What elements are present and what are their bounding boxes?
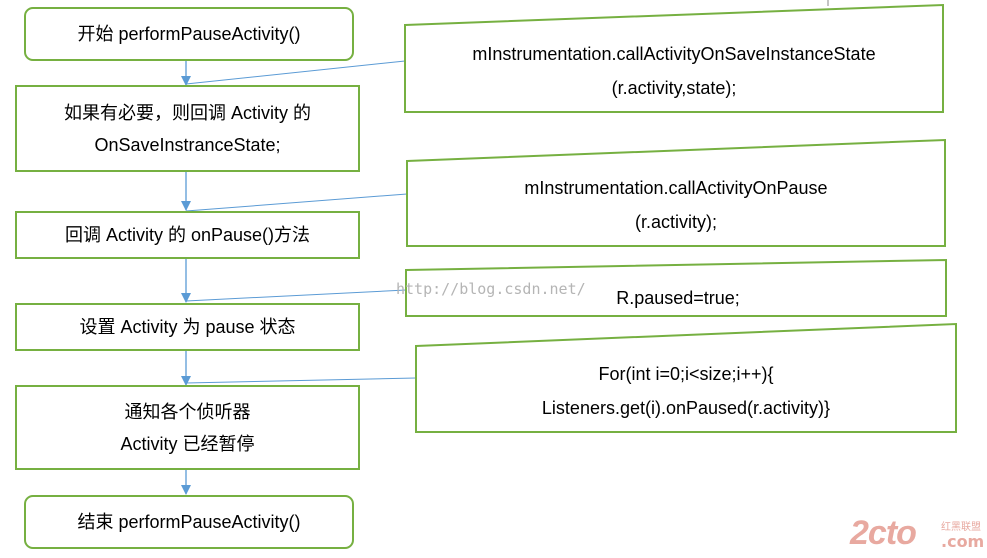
callout-shape-1 [404, 3, 944, 113]
end-box: 结束 performPauseActivity() [24, 495, 354, 549]
site-logo-tag: 红黑联盟 [941, 522, 981, 533]
step-save-state-box: 如果有必要，则回调 Activity 的 OnSaveInstranceStat… [15, 85, 360, 172]
callout-1-line1: mInstrumentation.callActivityOnSaveInsta… [472, 44, 876, 64]
start-label: 开始 performPauseActivity() [77, 24, 301, 44]
leader-c2 [185, 193, 408, 212]
callout-shape-3 [405, 258, 947, 317]
step-set-paused-label: 设置 Activity 为 pause 状态 [79, 317, 296, 337]
step-notify-line1: 通知各个侦听器 [124, 401, 251, 422]
callout-2-text: mInstrumentation.callActivityOnPause (r.… [407, 171, 945, 239]
step-onpause-box: 回调 Activity 的 onPause()方法 [15, 211, 360, 259]
site-logo-suffix: .com [941, 532, 985, 551]
callout-3-line1: R.paused=true; [616, 288, 740, 308]
callout-3-text: R.paused=true; [478, 281, 878, 315]
step-save-state-line2: OnSaveInstranceState; [94, 134, 281, 155]
leader-c3 [185, 289, 407, 302]
step-notify-box: 通知各个侦听器 Activity 已经暂停 [15, 385, 360, 470]
step-save-state-line1: 如果有必要，则回调 Activity 的 [63, 102, 311, 123]
end-label: 结束 performPauseActivity() [77, 512, 301, 532]
site-logo: 2cto [850, 514, 917, 553]
callout-1-text: mInstrumentation.callActivityOnSaveInsta… [405, 37, 943, 105]
step-set-paused-box: 设置 Activity 为 pause 状态 [15, 303, 360, 351]
callout-2-line1: mInstrumentation.callActivityOnPause [524, 178, 828, 198]
step-notify-line2: Activity 已经暂停 [120, 433, 255, 454]
callout-4-line2: Listeners.get(i).onPaused(r.activity)} [541, 398, 831, 418]
site-logo-main: 2cto [850, 514, 917, 552]
step-onpause-label: 回调 Activity 的 onPause()方法 [64, 225, 311, 245]
start-box: 开始 performPauseActivity() [24, 7, 354, 61]
callout-shape-4 [415, 322, 957, 433]
blog-watermark: http://blog.csdn.net/ [396, 280, 586, 298]
callout-1-line2: (r.activity,state); [611, 78, 737, 98]
leader-c4 [185, 377, 417, 384]
callout-4-line1: For(int i=0;i<size;i++){ [598, 364, 774, 384]
leader-c1 [185, 60, 406, 85]
callout-shape-2 [406, 138, 946, 247]
callout-2-line2: (r.activity); [634, 212, 717, 232]
callout-4-text: For(int i=0;i<size;i++){ Listeners.get(i… [416, 357, 956, 425]
